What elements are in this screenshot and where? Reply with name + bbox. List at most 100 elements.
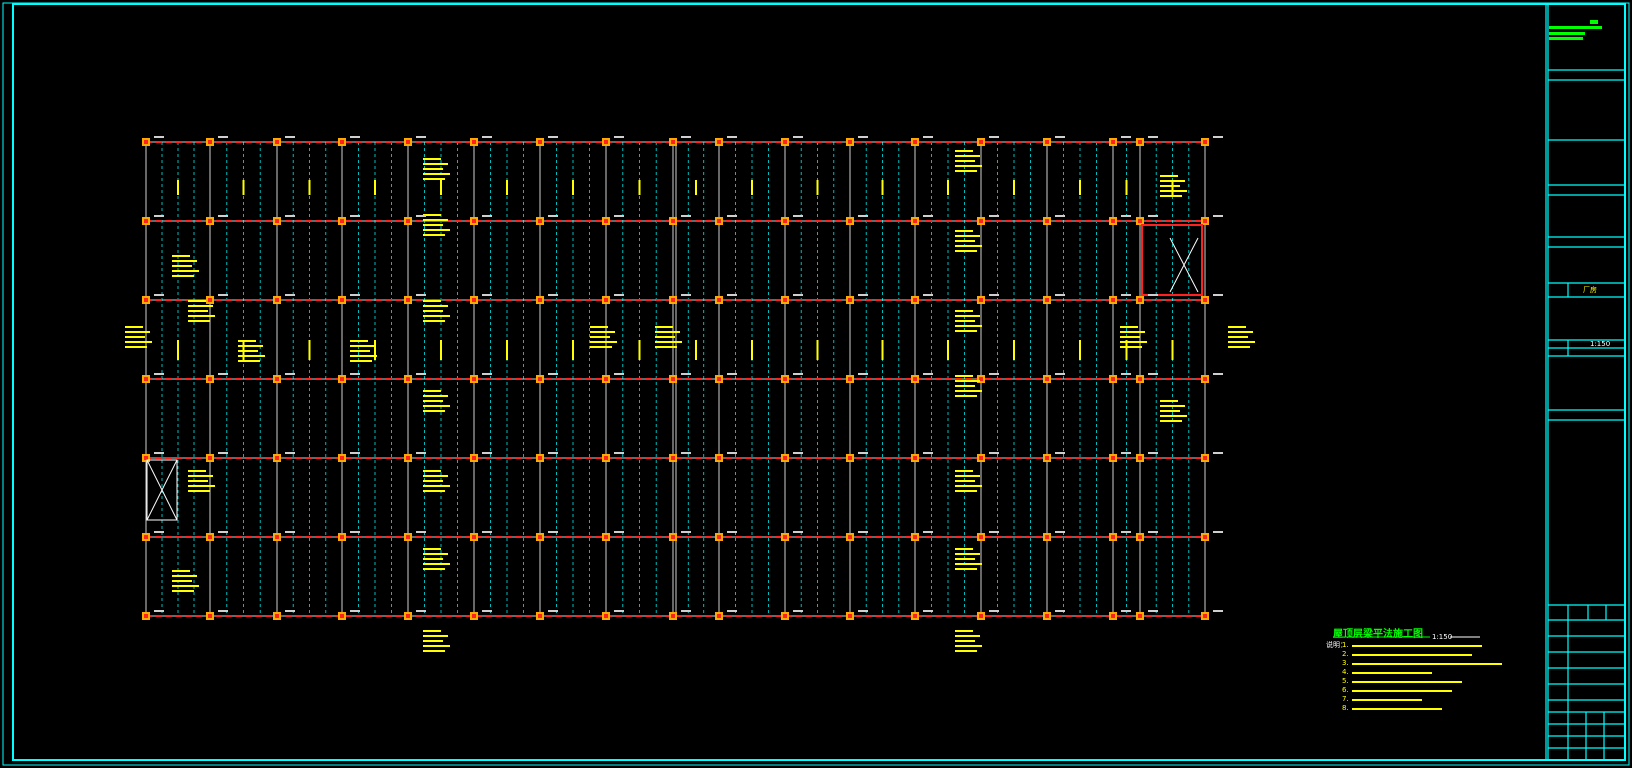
title-block-logo-bar-2 <box>1549 32 1585 35</box>
beam-annotation-line <box>188 300 206 302</box>
dimension-mark <box>681 373 691 375</box>
dimension-mark <box>727 452 737 454</box>
column-core <box>1045 219 1049 223</box>
beam-annotation-line <box>955 563 982 565</box>
note-text-line <box>1352 654 1472 656</box>
rotated-annotation <box>1013 340 1015 360</box>
dimension-mark <box>681 610 691 612</box>
column-core <box>1203 219 1207 223</box>
dimension-mark <box>1055 452 1065 454</box>
column-core <box>406 456 410 460</box>
beam-annotation-line <box>955 485 982 487</box>
beam-annotation-line <box>125 346 147 348</box>
dimension-mark <box>923 452 933 454</box>
column-core <box>538 377 542 381</box>
dimension-mark <box>727 531 737 533</box>
rotated-annotation <box>1171 180 1174 195</box>
dimension-mark <box>416 373 426 375</box>
dimension-mark <box>989 373 999 375</box>
dimension-mark <box>923 136 933 138</box>
note-text-line <box>1352 690 1452 692</box>
column-core <box>848 377 852 381</box>
dimension-mark <box>154 531 164 533</box>
column-core <box>472 377 476 381</box>
dimension-mark <box>1213 294 1223 296</box>
dimension-mark <box>614 215 624 217</box>
dimension-mark <box>989 610 999 612</box>
beam-annotation-line <box>590 346 612 348</box>
dimension-mark <box>482 373 492 375</box>
column-core <box>979 456 983 460</box>
column-core <box>406 219 410 223</box>
rotated-annotation <box>374 180 376 195</box>
column-core <box>913 298 917 302</box>
rotated-annotation <box>177 180 179 195</box>
beam-annotation-line <box>423 635 448 637</box>
beam-annotation-line <box>955 155 980 157</box>
beam-annotation-line <box>955 480 975 482</box>
beam-annotation-line <box>125 336 145 338</box>
beam-annotation-line <box>655 336 675 338</box>
dimension-mark <box>681 531 691 533</box>
dimension-mark <box>1148 373 1158 375</box>
column-core <box>913 535 917 539</box>
dimension-mark <box>285 610 295 612</box>
beam-annotation-line <box>955 568 977 570</box>
rotated-annotation <box>947 340 949 360</box>
column-core <box>1045 377 1049 381</box>
beam-annotation-line <box>423 485 450 487</box>
beam-annotation-line <box>350 345 375 347</box>
beam-annotation-line <box>423 168 443 170</box>
dimension-mark <box>218 136 228 138</box>
column-core <box>717 614 721 618</box>
column-core <box>604 535 608 539</box>
column-core <box>913 456 917 460</box>
column-core <box>1203 298 1207 302</box>
title-block-logo-bar-1 <box>1549 26 1602 29</box>
note-line: 4. <box>1342 668 1349 676</box>
beam-annotation-line <box>172 255 190 257</box>
beam-annotation-line <box>188 475 213 477</box>
dimension-mark <box>858 215 868 217</box>
beam-annotation-line <box>423 630 441 632</box>
dimension-mark <box>727 373 737 375</box>
column-core <box>1111 456 1115 460</box>
beam-annotation-line <box>172 580 192 582</box>
beam-annotation-line <box>238 360 260 362</box>
beam-annotation-line <box>172 585 199 587</box>
beam-annotation-line <box>423 229 450 231</box>
column-core <box>979 377 983 381</box>
rotated-annotation <box>881 340 884 360</box>
column-core <box>144 456 148 460</box>
note-text-line <box>1352 645 1482 647</box>
beam-annotation-line <box>955 470 973 472</box>
beam-annotation-line <box>423 178 445 180</box>
beam-annotation-line <box>238 345 263 347</box>
rotated-annotation <box>1079 180 1081 195</box>
column-core <box>275 535 279 539</box>
dimension-mark <box>1121 373 1131 375</box>
dimension-mark <box>1121 452 1131 454</box>
drawing-title: 屋顶层梁平法施工图 <box>1333 629 1423 640</box>
column-core <box>717 298 721 302</box>
column-core <box>717 219 721 223</box>
column-core <box>671 140 675 144</box>
stair-opening-left <box>146 459 178 521</box>
dimension-mark <box>218 215 228 217</box>
dimension-mark <box>1148 215 1158 217</box>
rotated-annotation <box>751 340 753 360</box>
column-core <box>848 535 852 539</box>
column-core <box>144 614 148 618</box>
column-core <box>1203 140 1207 144</box>
dimension-mark <box>923 610 933 612</box>
dimension-mark <box>1055 136 1065 138</box>
column-core <box>1111 535 1115 539</box>
column-core <box>144 298 148 302</box>
beam-annotation-line <box>955 553 980 555</box>
column-core <box>472 535 476 539</box>
dimension-mark <box>923 215 933 217</box>
dimension-mark <box>614 531 624 533</box>
beam-annotation-line <box>955 640 975 642</box>
dimension-mark <box>1121 215 1131 217</box>
column-core <box>848 219 852 223</box>
